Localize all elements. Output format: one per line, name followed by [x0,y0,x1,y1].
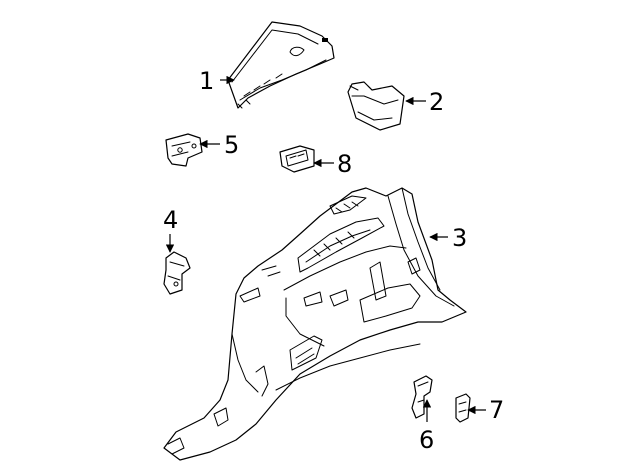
callout-7: 7 [489,396,504,424]
part-2-trim-cover[interactable] [347,81,405,131]
part-1-upper-trim-panel[interactable] [227,21,335,109]
part-8-switch-vent[interactable] [279,145,315,173]
part-3-lower-quarter-trim-panel[interactable] [163,187,467,461]
callout-5: 5 [224,131,239,159]
callout-6: 6 [419,426,434,454]
part-4-clip-bracket[interactable] [163,251,191,295]
part-6-l-bracket[interactable] [411,375,433,419]
part-7-small-clip[interactable] [455,393,471,423]
callout-4: 4 [163,206,178,234]
callout-1: 1 [199,67,214,95]
part-5-hinge-bracket[interactable] [165,133,203,167]
callout-3: 3 [452,224,467,252]
callout-2: 2 [429,88,444,116]
callout-8: 8 [337,150,352,178]
